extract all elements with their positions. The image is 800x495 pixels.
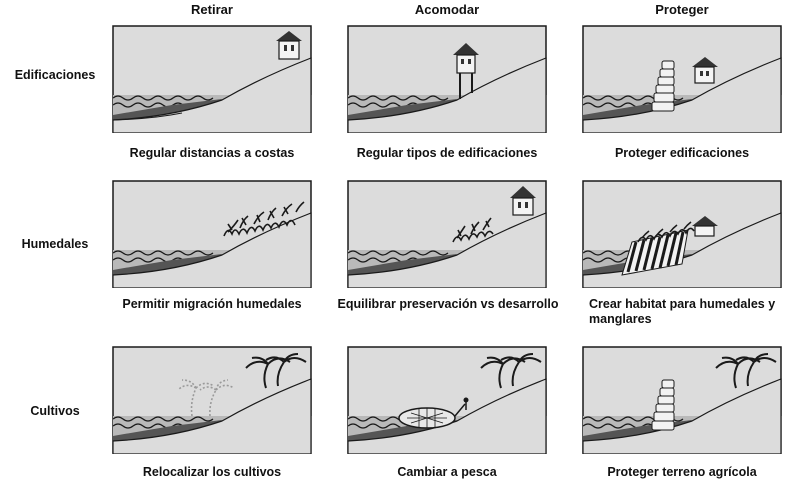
wetland-plant-icon bbox=[452, 217, 494, 243]
caption-cultivos-acomodar: Cambiar a pesca bbox=[397, 465, 497, 479]
panel-humedales-acomodar bbox=[347, 180, 547, 288]
caption-cultivos-proteger: Proteger terreno agrícola bbox=[607, 465, 757, 479]
fishing-net-icon bbox=[398, 397, 469, 429]
palm-tree-icon bbox=[245, 353, 307, 389]
row-label-humedales: Humedales bbox=[21, 237, 89, 251]
caption-edificaciones-retirar: Regular distancias a costas bbox=[129, 146, 295, 160]
seawall-icon bbox=[651, 379, 675, 431]
house-icon bbox=[510, 186, 536, 216]
caption-edificaciones-acomodar: Regular tipos de edificaciones bbox=[356, 146, 538, 160]
house-icon bbox=[276, 31, 302, 60]
house-icon bbox=[692, 216, 718, 237]
caption-edificaciones-proteger: Proteger edificaciones bbox=[614, 146, 750, 160]
wetland-plant-icon bbox=[637, 221, 695, 243]
wetland-plant-icon bbox=[223, 201, 305, 237]
panel-edificaciones-retirar bbox=[112, 25, 312, 133]
row-label-edificaciones: Edificaciones bbox=[14, 68, 96, 82]
caption-humedales-acomodar: Equilibrar preservación vs desarrollo bbox=[337, 297, 559, 311]
panel-cultivos-proteger bbox=[582, 346, 782, 454]
caption-cultivos-retirar: Relocalizar los cultivos bbox=[142, 465, 282, 479]
house-icon bbox=[692, 57, 718, 84]
palm-tree-icon bbox=[480, 353, 542, 389]
caption-humedales-retirar: Permitir migración humedales bbox=[122, 297, 302, 311]
palm-tree-icon bbox=[177, 379, 235, 417]
panel-edificaciones-proteger bbox=[582, 25, 782, 133]
row-label-cultivos: Cultivos bbox=[30, 404, 80, 418]
panel-cultivos-retirar bbox=[112, 346, 312, 454]
column-header-acomodar: Acomodar bbox=[414, 2, 480, 17]
panel-edificaciones-acomodar bbox=[347, 25, 547, 133]
panel-humedales-retirar bbox=[112, 180, 312, 288]
column-header-proteger: Proteger bbox=[655, 2, 709, 17]
house-icon bbox=[453, 43, 479, 99]
panel-humedales-proteger bbox=[582, 180, 782, 288]
seawall-icon bbox=[651, 60, 675, 112]
panel-cultivos-acomodar bbox=[347, 346, 547, 454]
column-header-retirar: Retirar bbox=[191, 2, 233, 17]
caption-humedales-proteger: Crear habitat para humedales y manglares bbox=[589, 297, 776, 326]
palm-tree-icon bbox=[715, 353, 777, 389]
